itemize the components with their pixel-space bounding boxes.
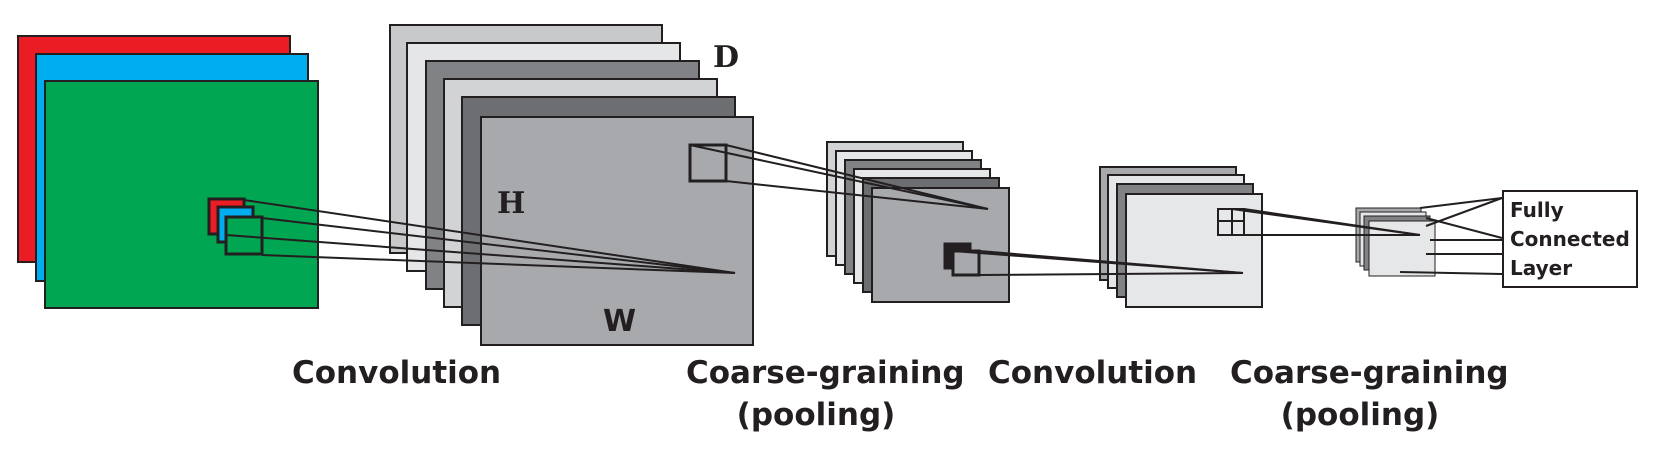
conv2-feature-maps bbox=[1099, 166, 1263, 308]
input-image-stack bbox=[17, 35, 319, 309]
pool2-feature-maps bbox=[1355, 207, 1436, 277]
feature-map bbox=[480, 116, 754, 346]
stage-label-pooling-1: Coarse-graining (pooling) bbox=[686, 352, 965, 436]
fc-line-3: Layer bbox=[1510, 256, 1573, 280]
fully-connected-layer: Fully Connected Layer bbox=[1502, 190, 1638, 288]
stage-label-convolution-2: Convolution bbox=[988, 355, 1198, 391]
input-channel-green bbox=[44, 80, 319, 309]
pool1-feature-maps bbox=[826, 141, 1010, 303]
feature-map bbox=[871, 187, 1010, 303]
pooling-1-line-1: Coarse-graining bbox=[686, 355, 965, 391]
pooling-2-line-1: Coarse-graining bbox=[1230, 355, 1509, 391]
conv1-feature-maps bbox=[389, 24, 754, 346]
conv1-pool-window bbox=[688, 143, 728, 183]
stage-label-pooling-2: Coarse-graining (pooling) bbox=[1230, 352, 1509, 436]
width-label: W bbox=[603, 304, 637, 339]
height-label: H bbox=[497, 186, 526, 221]
stage-label-convolution-1: Convolution bbox=[292, 355, 502, 391]
feature-map bbox=[1125, 193, 1263, 308]
connection-lines bbox=[225, 144, 1503, 276]
pooling-2-line-2: (pooling) bbox=[1280, 397, 1440, 433]
fc-line-1: Fully bbox=[1510, 198, 1564, 222]
depth-label: D bbox=[713, 40, 740, 75]
pooling-1-line-2: (pooling) bbox=[736, 397, 896, 433]
fc-line-2: Connected bbox=[1510, 227, 1630, 251]
